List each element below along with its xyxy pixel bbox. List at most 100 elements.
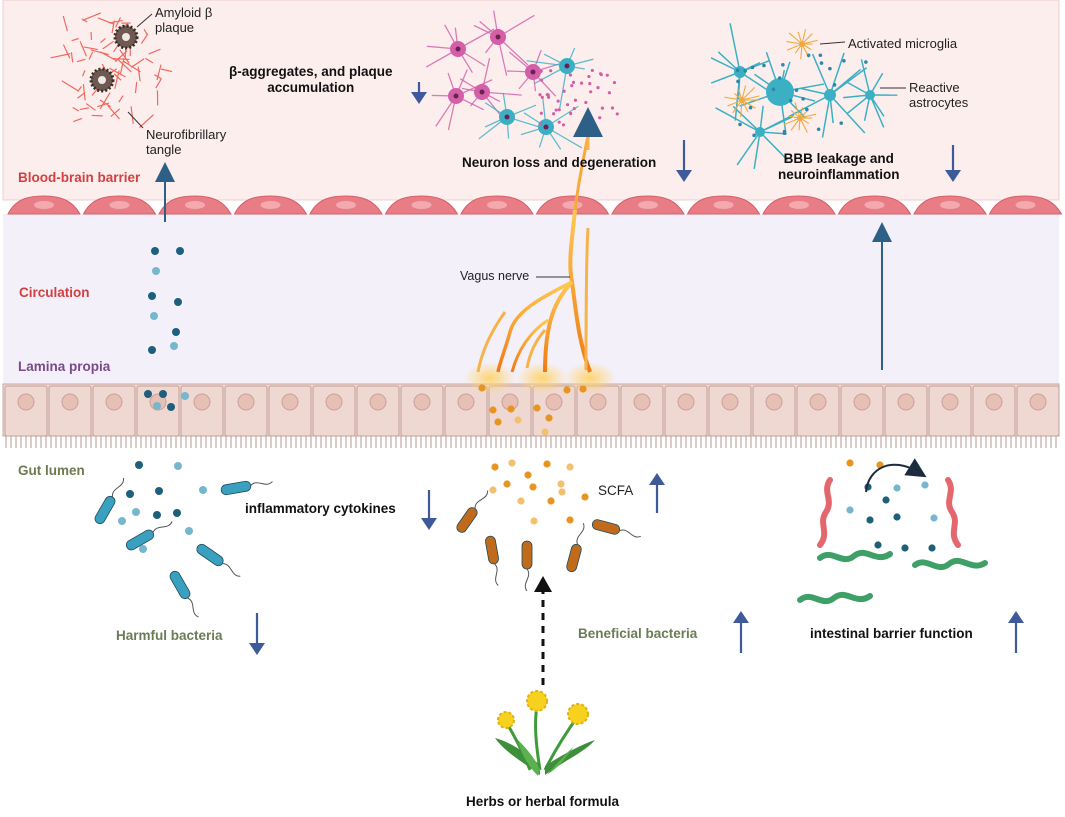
scfa-particle	[533, 404, 540, 411]
beneficial-bacteria-label: Beneficial bacteria	[578, 626, 697, 642]
scfa-particle	[508, 459, 515, 466]
scfa-particle	[494, 418, 501, 425]
beneficial-bacterium	[566, 522, 589, 573]
scfa-particle	[558, 488, 565, 495]
beneficial-spiral-bacterium	[800, 595, 870, 601]
aggregates-label: β-aggregates, and plaque accumulation	[229, 64, 393, 96]
scfa-particle	[503, 480, 510, 487]
harmful-bacterium	[168, 570, 203, 620]
herbs-arrowhead	[534, 576, 552, 592]
glia-cell	[755, 127, 765, 137]
harmful-spiral-bacterium	[948, 480, 958, 545]
herbs-label: Herbs or herbal formula	[466, 794, 619, 810]
cytokine-particle	[153, 511, 161, 519]
harmful-bacteria-illustration	[93, 475, 273, 619]
microglia-label: Activated microglia	[848, 36, 957, 51]
cytokine-particle	[199, 486, 207, 494]
cytokine-particle	[118, 517, 126, 525]
scfa-particle	[529, 483, 536, 490]
cytokine-particle	[185, 527, 193, 535]
cytokine-particle	[151, 247, 159, 255]
scfa-particle	[566, 463, 573, 470]
beneficial-bacterium	[522, 541, 532, 591]
scfa-particle	[517, 497, 524, 504]
scfa-particle	[579, 385, 586, 392]
cytokine-particle	[153, 402, 161, 410]
vagus-label: Vagus nerve	[460, 269, 529, 284]
scfa-particle	[489, 486, 496, 493]
barrier-particle	[930, 514, 937, 521]
cytokine-particle	[167, 403, 175, 411]
microglia-cell	[739, 97, 745, 103]
scfa-particle	[547, 497, 554, 504]
cytokine-particle	[181, 392, 189, 400]
harmful-bacteria-label: Harmful bacteria	[116, 628, 223, 644]
cytokines-label: inflammatory cytokines	[245, 501, 396, 517]
zone-label-bbb: Blood-brain barrier	[18, 170, 140, 186]
cytokine-particle	[155, 487, 163, 495]
cytokine-particle	[126, 490, 134, 498]
zone-label-circulation: Circulation	[19, 285, 90, 301]
tangle-label: Neurofibrillary tangle	[146, 127, 226, 158]
glia-cell	[865, 90, 875, 100]
cytokine-particle	[174, 462, 182, 470]
cytokine-particle	[172, 328, 180, 336]
cytokine-particle	[174, 298, 182, 306]
harmful-spiral-bacterium	[820, 480, 830, 545]
scfa-particle	[566, 516, 573, 523]
scfa-particle	[541, 428, 548, 435]
barrier-particle	[882, 496, 889, 503]
trend-arrow-beneficial	[733, 611, 749, 653]
amyloid-label: Amyloid β plaque	[155, 5, 212, 36]
scfa-particle	[581, 493, 588, 500]
beneficial-bacterium	[455, 488, 492, 535]
beneficial-bacterium	[485, 535, 504, 586]
cytokine-particle	[173, 509, 181, 517]
scfa-particle	[507, 405, 514, 412]
barrier-particle	[893, 484, 900, 491]
scfa-label: SCFA	[598, 483, 633, 499]
harmful-bacterium	[220, 477, 273, 496]
beneficial-spiral-bacterium	[915, 561, 985, 567]
scfa-particle	[514, 416, 521, 423]
harmful-bacterium	[195, 542, 243, 580]
barrier-particle	[846, 506, 853, 513]
barrier-particle	[874, 541, 881, 548]
cytokine-particle	[148, 346, 156, 354]
cytokine-particle	[176, 247, 184, 255]
cytokine-particle	[139, 545, 147, 553]
scfa-particle	[524, 471, 531, 478]
microglia-cell	[797, 115, 803, 121]
barrier-particle	[928, 544, 935, 551]
beneficial-spiral-bacterium	[820, 553, 890, 559]
neuron-loss-label: Neuron loss and degeneration	[462, 155, 656, 171]
barrier-particle	[893, 513, 900, 520]
barrier-particle	[866, 516, 873, 523]
translocation-arrow	[866, 465, 918, 492]
astrocytes-label: Reactive astrocytes	[909, 80, 968, 111]
bbb-leak-label: BBB leakage and neuroinflammation	[778, 151, 900, 183]
scfa-particle	[543, 460, 550, 467]
zone-label-lumen: Gut lumen	[18, 463, 85, 479]
trend-arrow-cytokines	[421, 490, 437, 530]
cytokine-particle	[152, 267, 160, 275]
trend-arrow-harmful	[249, 613, 265, 655]
cytokine-particle	[132, 508, 140, 516]
scfa-particle	[491, 463, 498, 470]
cytokine-particle	[159, 390, 167, 398]
cytokine-particle	[148, 292, 156, 300]
scfa-particle	[545, 414, 552, 421]
cytokine-particle	[170, 342, 178, 350]
cytokine-particle	[144, 390, 152, 398]
barrier-particle	[901, 544, 908, 551]
dandelion-plant-illustration	[495, 691, 595, 776]
cytokine-particle	[135, 461, 143, 469]
scfa-particle	[557, 480, 564, 487]
barrier-bacteria-illustration	[800, 459, 985, 601]
trend-arrow-scfa	[649, 473, 665, 513]
barrier-function-label: intestinal barrier function	[810, 626, 973, 642]
beneficial-bacterium	[591, 519, 642, 542]
barrier-particle	[921, 481, 928, 488]
zone-label-lamina: Lamina propia	[18, 359, 110, 375]
circulation-region	[3, 214, 1059, 384]
